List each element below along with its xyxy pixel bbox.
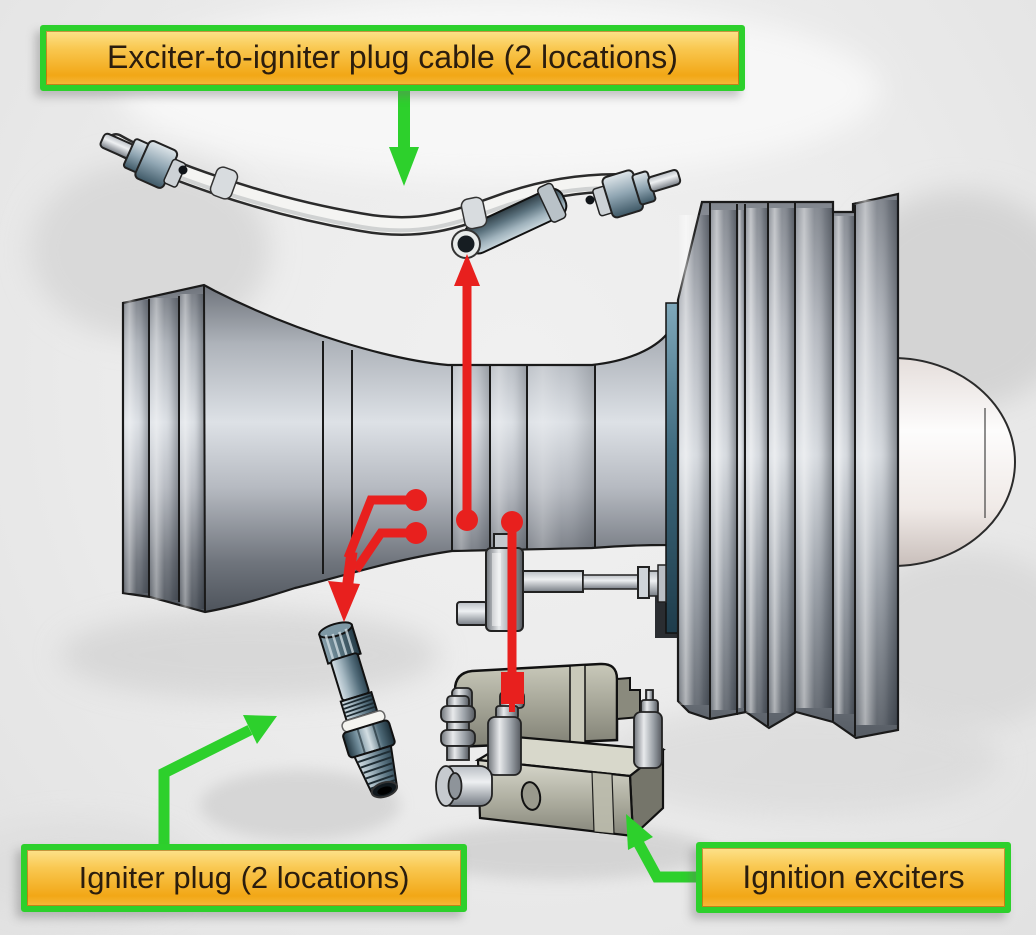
callout-ignition-exciters-text: Ignition exciters (742, 858, 965, 895)
ignition-exciters-illustration (435, 662, 666, 839)
callout-cable-text: Exciter-to-igniter plug cable (2 locatio… (107, 39, 678, 76)
exciter-leader (501, 511, 524, 712)
cable-location-leader (454, 254, 480, 531)
ignition-cable-illustration (99, 132, 682, 259)
cable-right-fitting (592, 168, 682, 219)
callout-igniter-plug-label: Igniter plug (2 locations) (21, 844, 467, 912)
callout-igniter-plug-text: Igniter plug (2 locations) (78, 859, 410, 895)
engine-forward-body (121, 283, 669, 614)
callout-arrow-cable (389, 91, 419, 186)
callout-arrows (158, 91, 697, 883)
callout-arrow-igniter-plug (158, 715, 277, 845)
location-dot (405, 522, 427, 544)
exciter-connectors (435, 687, 663, 807)
igniter-plug-illustration (318, 621, 399, 799)
callout-cable-label: Exciter-to-igniter plug cable (2 locatio… (40, 25, 745, 91)
cable-left-fitting (99, 132, 187, 189)
red-leader-lines (328, 254, 524, 712)
callout-ignition-exciters-label: Ignition exciters (696, 842, 1011, 913)
callout-arrow-exciters (626, 814, 697, 883)
engine-illustration (121, 192, 1016, 740)
location-dot (405, 489, 427, 511)
engine-turbine-drum (676, 192, 900, 740)
